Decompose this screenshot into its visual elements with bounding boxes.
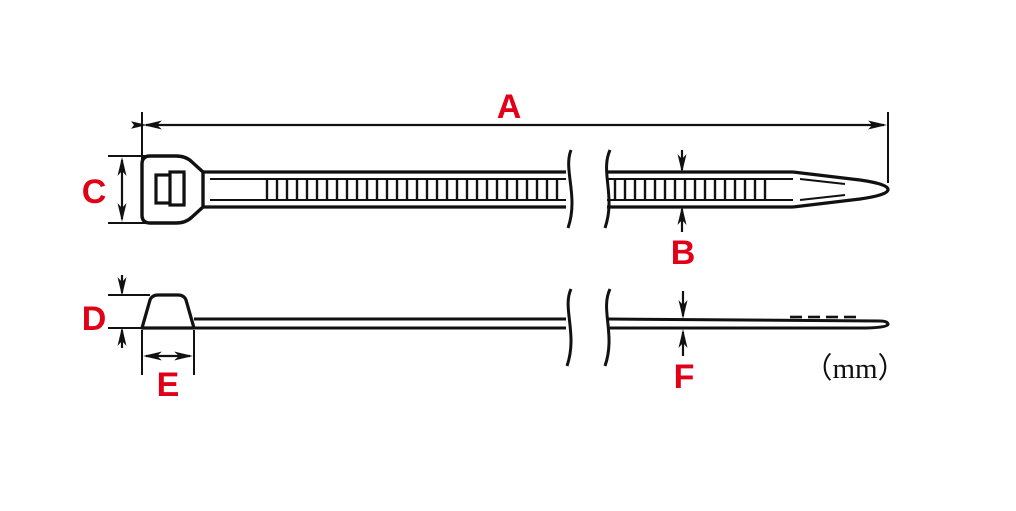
- dimension-d-arrow-upper: [117, 277, 127, 296]
- dimension-a-arrow-left: [143, 120, 162, 130]
- dimension-c-arrow-top: [117, 157, 127, 176]
- dimension-f-arrow-upper: [678, 300, 688, 319]
- side-strap-top-right: [606, 317, 881, 323]
- side-view-group: [140, 288, 890, 367]
- dimension-a-group: A: [131, 88, 889, 183]
- dimension-a-label: A: [497, 88, 522, 126]
- dimension-b-label: B: [671, 234, 696, 272]
- dimension-d-label: D: [82, 300, 107, 338]
- dimension-e-arrow-right: [174, 351, 193, 361]
- dimension-f-label: F: [674, 358, 695, 396]
- unit-label: （mm）: [803, 353, 906, 385]
- break-line-side-left: [565, 288, 573, 367]
- dimension-b-arrow-upper: [677, 154, 687, 173]
- dimension-b-group: B: [671, 150, 696, 272]
- tail-inner-top: [799, 178, 846, 185]
- dimension-c-group: C: [82, 155, 150, 224]
- dimension-e-label: E: [157, 366, 180, 404]
- dimension-b-arrow-lower: [677, 206, 687, 225]
- dimension-a-arrow-right: [868, 120, 887, 130]
- tail-inner-bottom: [799, 194, 846, 201]
- dimension-e-arrow-left: [143, 351, 162, 361]
- dimension-c-arrow-bottom: [117, 203, 127, 222]
- dimension-f-group: F: [674, 291, 695, 396]
- strap-ribs-left: [265, 180, 559, 199]
- head-slot-pawl: [168, 170, 186, 207]
- break-line-side-right: [603, 288, 612, 367]
- dimension-c-label: C: [82, 173, 107, 211]
- tie-tail-taper: [792, 170, 890, 209]
- side-strap-bottom-right: [607, 319, 890, 330]
- break-line-top-right: [603, 149, 612, 229]
- dimension-d-group: D: [82, 275, 150, 348]
- dimension-e-group: E: [141, 330, 195, 404]
- break-line-top-left: [566, 149, 574, 229]
- dimension-d-arrow-lower: [117, 327, 127, 346]
- top-view-group: [140, 149, 890, 229]
- dimension-f-arrow-lower: [678, 329, 688, 348]
- side-head-outline: [140, 293, 196, 330]
- strap-ribs-right: [613, 180, 767, 199]
